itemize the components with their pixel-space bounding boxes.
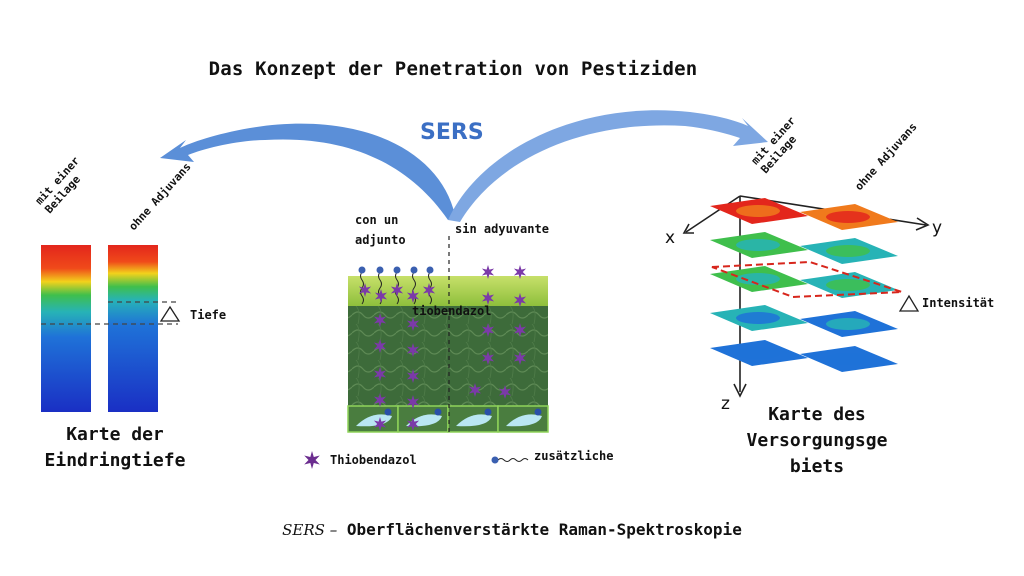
thiobendazole-star <box>481 291 495 305</box>
footer-abbr: SERS – <box>282 521 338 539</box>
map-tile-with-1 <box>710 232 808 258</box>
thiobendazole-star <box>373 393 387 407</box>
thiobendazole-star <box>406 417 420 431</box>
legend-markers <box>304 451 529 469</box>
thiobendazole-star <box>481 323 495 337</box>
sers-arrows <box>160 110 768 222</box>
penetration-columns <box>41 245 181 412</box>
column-with-adjuvant <box>41 245 91 412</box>
thiobendazole-star <box>406 369 420 383</box>
thiobendazole-star <box>481 351 495 365</box>
axis-x-label: x <box>665 228 676 248</box>
thiobendazole-star <box>513 323 527 337</box>
delta-triangle-left <box>159 305 181 322</box>
leaf-cells <box>347 405 549 433</box>
footer-text: Oberflächenverstärkte Raman-Spektroskopi… <box>346 520 742 539</box>
map-tile-without-2 <box>800 272 898 298</box>
middle-label-with-adjuvant: con un adjunto <box>355 213 406 247</box>
column-without-adjuvant <box>108 245 158 412</box>
thiobendazole-star <box>406 317 420 331</box>
thiobendazole-star <box>373 313 387 327</box>
intensity-label: Intensität <box>922 296 995 310</box>
highlighted-layer <box>711 260 903 299</box>
thiobendazole-star <box>513 351 527 365</box>
delta-triangle-right <box>898 294 920 312</box>
leaf-tissue <box>348 306 548 406</box>
axis-y-label: y <box>932 218 943 238</box>
map-tile-without-1 <box>800 238 898 264</box>
thiobendazole-star <box>513 265 527 279</box>
thiobendazole-star <box>373 367 387 381</box>
map-tile-with-0 <box>710 198 808 224</box>
left-arrow <box>160 123 455 220</box>
middle-label-without-adjuvant: sin adyuvante <box>455 222 549 236</box>
map-tile-without-3 <box>800 311 898 337</box>
footer: SERS – Oberflächenverstärkte Raman-Spekt… <box>0 520 1024 539</box>
thiobendazole-molecules <box>358 265 527 431</box>
thiobendazole-star <box>468 383 482 397</box>
right-caption: Karte des Versorgungsge biets <box>746 404 888 477</box>
adjuvant-heads <box>358 266 434 274</box>
map-tile-with-4 <box>710 340 808 366</box>
right-arrow <box>448 110 768 222</box>
thiobendazole-star <box>481 265 495 279</box>
leaf-section <box>347 236 549 433</box>
x-axis <box>685 195 741 233</box>
thiobendazole-star <box>406 289 420 303</box>
map-tile-without-0 <box>800 204 898 230</box>
axis-z-label: z <box>721 394 730 414</box>
thiobendazole-star <box>373 417 387 431</box>
distribution-maps <box>682 195 930 398</box>
page-title: Das Konzept der Penetration von Pestizid… <box>208 58 698 80</box>
thiobendazole-star <box>513 293 527 307</box>
sers-label: SERS <box>420 120 484 145</box>
thiobendazole-star <box>374 289 388 303</box>
thiobendazole-star <box>358 283 372 297</box>
legend-thiobendazole: Thiobendazol <box>330 453 417 467</box>
thiobendazole-star <box>422 283 436 297</box>
thiobendazole-star <box>373 339 387 353</box>
thiobendazole-star <box>406 343 420 357</box>
depth-label: Tiefe <box>190 308 227 322</box>
thiobendazole-star <box>498 385 512 399</box>
map-tile-with-3 <box>710 305 808 331</box>
legend-adjuvant: zusätzliche <box>534 449 614 463</box>
map-tile-with-2 <box>710 266 808 292</box>
map-tile-without-4 <box>800 346 898 372</box>
left-caption: Karte der Eindringtiefe <box>44 424 186 471</box>
thiobendazole-star <box>406 395 420 409</box>
layer-label: tiobendazol <box>412 304 492 318</box>
thiobendazole-star <box>390 283 404 297</box>
